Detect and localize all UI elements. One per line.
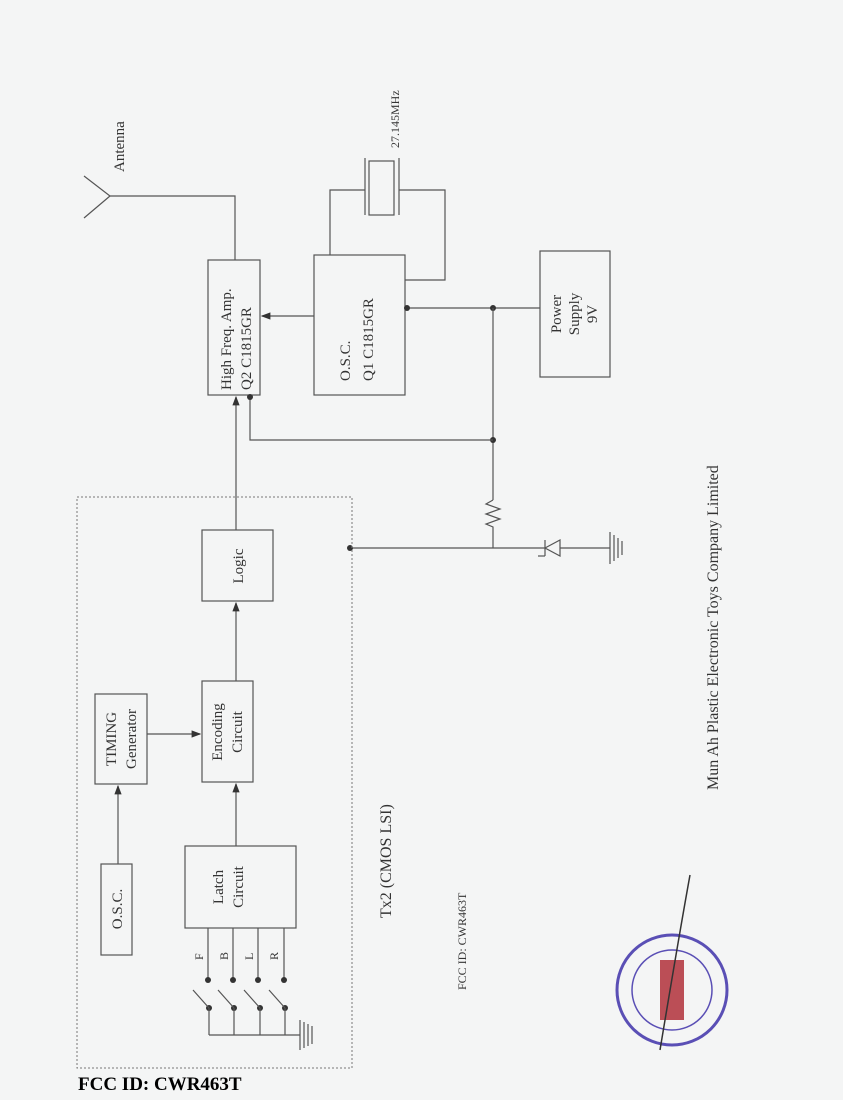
osc-q1-block	[313, 254, 406, 396]
osc-block	[100, 863, 133, 956]
svg-text:Generator: Generator	[124, 709, 140, 769]
company-name: Mun Ah Plastic Electronic Toys Company L…	[705, 465, 722, 790]
svg-text:B: B	[217, 952, 231, 960]
power-supply-block	[539, 250, 611, 378]
svg-text:Mun Ah Plastic Electronic Toys: Mun Ah Plastic Electronic Toys Company L…	[705, 465, 722, 790]
svg-text:Tx2 (CMOS LSI): Tx2 (CMOS LSI)	[378, 804, 395, 918]
svg-text:Latch: Latch	[211, 869, 227, 904]
svg-text:O.S.C.: O.S.C.	[110, 889, 126, 929]
input-r: R	[267, 952, 281, 960]
timing-block	[94, 693, 148, 785]
encoding-line1: Encoding	[210, 703, 226, 761]
encoding-block	[201, 680, 254, 783]
resistor-icon	[484, 499, 502, 548]
hf-amp-line1: High Freq. Amp.	[219, 288, 235, 390]
timing-line1: TIMING	[104, 712, 120, 766]
osc-q1-line2: Q1 C1815GR	[361, 298, 377, 381]
svg-text:R: R	[267, 952, 281, 960]
crystal-icon	[329, 158, 446, 281]
power-line1: Power	[549, 295, 565, 333]
svg-text:F: F	[192, 953, 206, 960]
logic-label: Logic	[231, 548, 247, 583]
hf-amp-block	[207, 259, 261, 396]
input-l: L	[242, 953, 256, 960]
latch-block	[184, 845, 297, 929]
crystal-frequency: 27.145MHz	[388, 90, 402, 148]
cmos-lsi-boundary	[76, 496, 353, 1069]
input-switches	[192, 928, 313, 1050]
encoding-line2: Circuit	[230, 710, 246, 752]
svg-text:Logic: Logic	[231, 548, 247, 583]
diode-icon	[538, 539, 610, 557]
osc-q1-line1: O.S.C.	[338, 341, 354, 381]
timing-line2: Generator	[124, 709, 140, 769]
logic-block	[201, 529, 274, 602]
input-b: B	[217, 952, 231, 960]
input-f: F	[192, 953, 206, 960]
antenna-icon	[83, 175, 236, 260]
svg-text:O.S.C.: O.S.C.	[338, 341, 354, 381]
ground-icon	[299, 1020, 313, 1050]
svg-text:Q2 C1815GR: Q2 C1815GR	[239, 307, 255, 390]
svg-text:Power: Power	[549, 295, 565, 333]
svg-text:Encoding: Encoding	[210, 703, 226, 761]
antenna-label: Antenna	[112, 121, 128, 172]
svg-text:High Freq. Amp.: High Freq. Amp.	[219, 288, 235, 390]
svg-text:TIMING: TIMING	[104, 712, 120, 766]
latch-line1: Latch	[211, 869, 227, 904]
svg-text:9V: 9V	[585, 305, 601, 324]
power-line2: Supply	[567, 292, 583, 335]
power-line3: 9V	[585, 305, 601, 324]
fcc-id-small: FCC ID: CWR463T	[455, 892, 469, 990]
svg-text:Circuit: Circuit	[230, 710, 246, 752]
chip-label: Tx2 (CMOS LSI)	[378, 804, 395, 918]
company-stamp	[615, 874, 729, 1051]
hf-amp-line2: Q2 C1815GR	[239, 307, 255, 390]
svg-text:Supply: Supply	[567, 292, 583, 335]
svg-text:Q1 C1815GR: Q1 C1815GR	[361, 298, 377, 381]
svg-text:FCC ID: CWR463T: FCC ID: CWR463T	[455, 892, 469, 990]
svg-text:Circuit: Circuit	[231, 865, 247, 907]
ground-icon	[609, 532, 623, 564]
footer-fcc-id: FCC ID: CWR463T	[78, 1074, 242, 1095]
latch-line2: Circuit	[231, 865, 247, 907]
osc-label: O.S.C.	[110, 889, 126, 929]
svg-text:L: L	[242, 953, 256, 960]
